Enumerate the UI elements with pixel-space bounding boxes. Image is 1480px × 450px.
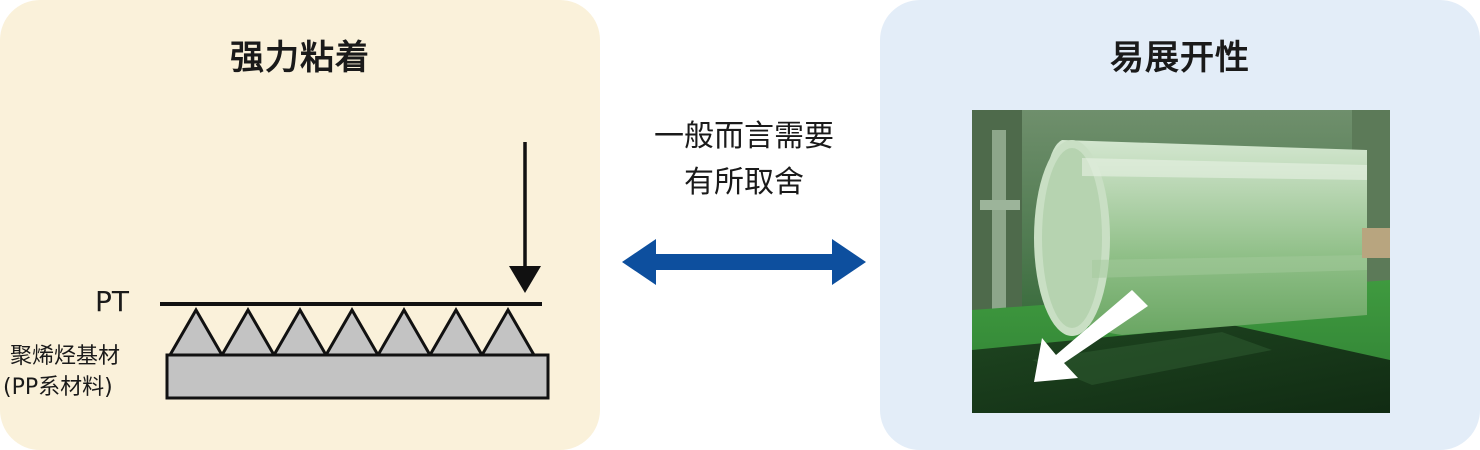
substrate-block bbox=[165, 353, 550, 400]
easy-unwind-title: 易展开性 bbox=[1110, 38, 1250, 78]
substrate-label: 聚烯烃基材 bbox=[10, 344, 121, 369]
white-diagonal-arrow-icon bbox=[1034, 290, 1148, 382]
adhesive-triangle bbox=[219, 307, 277, 357]
film-roll-photo bbox=[972, 110, 1390, 413]
strong-adhesion-panel: 强力粘着 PT 聚烯烃基材 (PP系材料) bbox=[0, 0, 600, 450]
down-arrow-icon bbox=[509, 142, 541, 293]
adhesive-triangle bbox=[271, 307, 329, 357]
adhesive-triangle bbox=[427, 307, 485, 357]
substrate-material-label: (PP系材料) bbox=[3, 375, 113, 400]
adhesive-triangle bbox=[375, 307, 433, 357]
pt-label: PT bbox=[95, 285, 129, 318]
tradeoff-text-line1: 一般而言需要 bbox=[654, 119, 834, 154]
adhesive-triangle bbox=[167, 307, 225, 357]
adhesion-diagram bbox=[160, 142, 550, 400]
adhesive-triangle bbox=[479, 307, 537, 357]
tradeoff-text-line2: 有所取舍 bbox=[684, 165, 804, 200]
strong-adhesion-title: 强力粘着 bbox=[230, 38, 370, 78]
adhesive-triangle bbox=[323, 307, 381, 357]
adhesive-triangles bbox=[167, 307, 537, 357]
